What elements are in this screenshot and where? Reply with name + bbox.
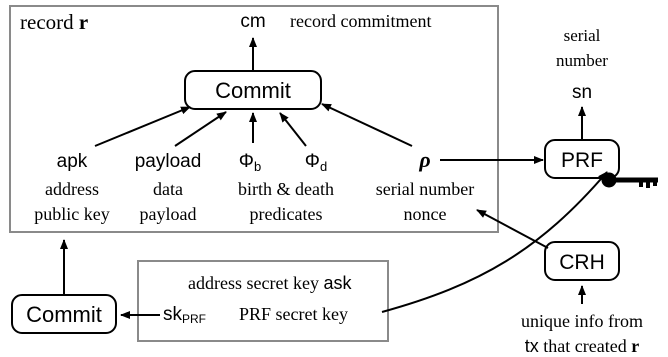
- record-title: record r: [20, 10, 88, 34]
- field-payload-desc-line2: payload: [140, 204, 197, 224]
- bottom-commit-box: [11, 294, 117, 334]
- crh-box: [544, 241, 620, 281]
- cm-description: record commitment: [290, 11, 431, 31]
- field-payload-desc-line1: data: [153, 179, 183, 199]
- secret-key-line1: address secret key ask: [188, 273, 352, 293]
- arrow-phid-to-commit: [279, 112, 307, 147]
- record-box: [9, 5, 499, 233]
- field-phi-d-symbol: Φd: [305, 151, 327, 174]
- field-rho-desc-line1: serial number: [376, 179, 474, 199]
- field-apk-desc-line1: address: [45, 179, 99, 199]
- cm-symbol: cm: [240, 11, 265, 32]
- record-commit-label: Commit: [215, 78, 291, 103]
- record-title-var: r: [79, 10, 88, 34]
- field-apk-desc-line2: public key: [34, 204, 109, 224]
- field-predicates-desc-line2: predicates: [250, 204, 323, 224]
- crh-label: CRH: [559, 251, 605, 274]
- field-phi-b-symbol: Φb: [239, 151, 261, 174]
- prf-label: PRF: [561, 149, 603, 172]
- key-icon: [601, 172, 658, 188]
- prf-output-desc-line1: serial: [564, 26, 601, 45]
- record-title-prefix: record: [20, 10, 79, 34]
- field-rho-desc-line2: nonce: [404, 204, 447, 224]
- field-apk-symbol: apk: [57, 151, 88, 172]
- field-predicates-desc-line1: birth & death: [238, 179, 334, 199]
- bottom-commit-label: Commit: [26, 302, 102, 327]
- arrow-payload-to-commit: [174, 111, 227, 147]
- arrow-apk-to-commit: [94, 106, 191, 147]
- prf-output-symbol: sn: [572, 82, 592, 103]
- prf-box: [544, 139, 620, 179]
- arrow-skprf-to-prf-key: [381, 171, 608, 313]
- secret-key-box: [137, 260, 389, 342]
- crh-input-desc-line2: tx that created r: [525, 336, 639, 356]
- record-commit-box: [184, 70, 322, 110]
- field-payload-symbol: payload: [135, 151, 202, 172]
- prf-output-desc-line2: number: [556, 51, 608, 70]
- field-rho-symbol: ρ: [418, 147, 430, 172]
- sk-prf-description: PRF secret key: [239, 304, 348, 324]
- crh-input-desc-line1: unique info from: [521, 311, 643, 331]
- arrow-crh-to-rho-nonce: [476, 209, 549, 249]
- arrow-rho-to-commit: [321, 103, 413, 147]
- sk-prf-symbol: skPRF: [163, 304, 206, 326]
